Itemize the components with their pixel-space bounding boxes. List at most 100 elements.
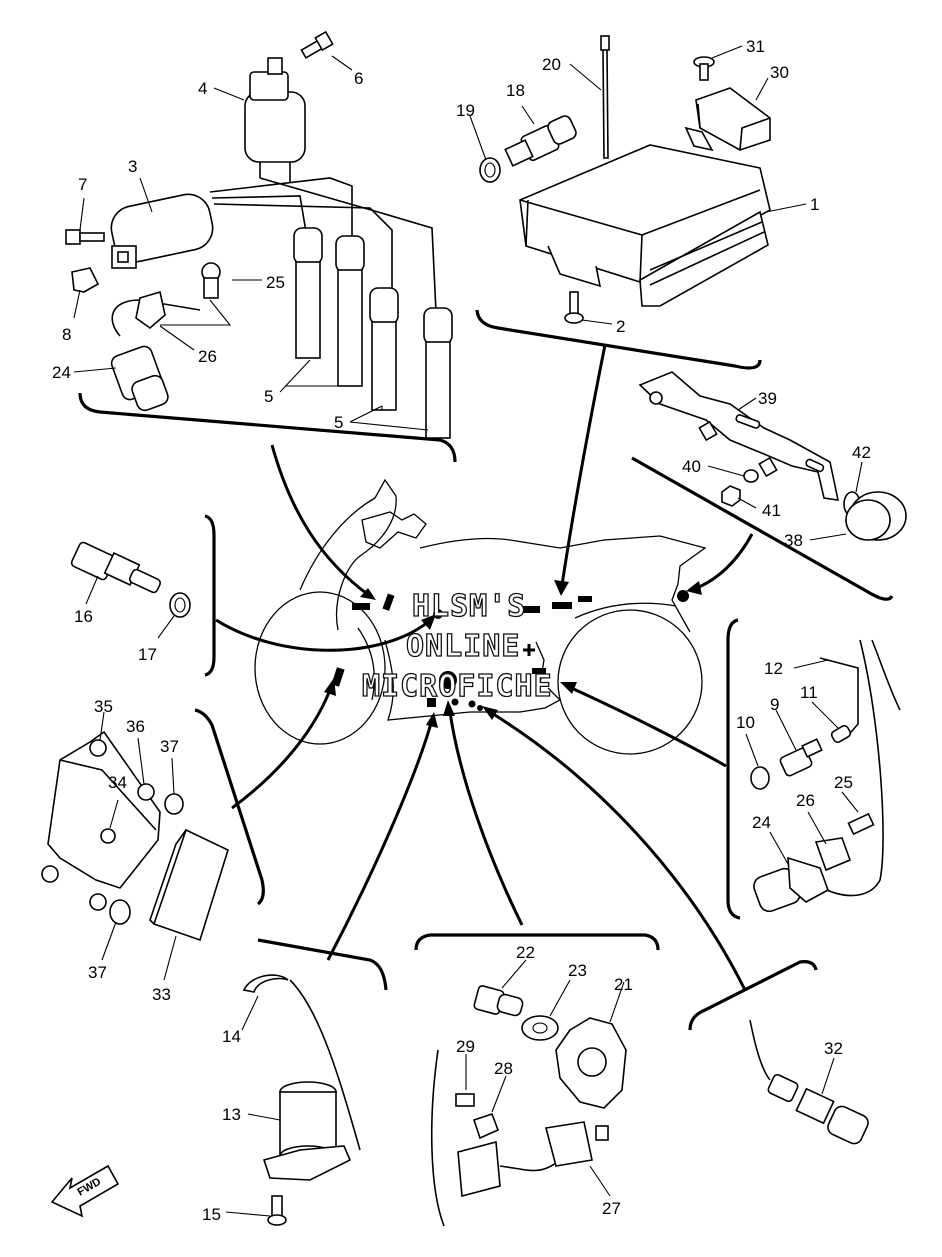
bolt-34 [100, 828, 116, 844]
callout-37-a: 37 [160, 737, 179, 756]
leader-arrows [215, 344, 754, 991]
bracket-group [638, 371, 907, 541]
ecu-unit-1 [519, 144, 771, 307]
callout-26-b: 26 [796, 791, 815, 810]
callout-33: 33 [152, 985, 171, 1004]
callout-1: 1 [810, 195, 819, 214]
callout-17: 17 [138, 645, 157, 664]
pressure-sensor-30 [684, 87, 771, 152]
callout-41: 41 [762, 501, 781, 520]
ignition-coil-4 [244, 57, 306, 182]
callout-27: 27 [602, 1199, 621, 1218]
callout-23: 23 [568, 961, 587, 980]
callout-10: 10 [736, 713, 755, 732]
callout-11: 11 [800, 683, 818, 702]
callout-25-a: 25 [266, 273, 285, 292]
callout-12: 12 [764, 659, 783, 678]
callout-37-b: 37 [88, 963, 107, 982]
callout-28: 28 [494, 1059, 513, 1078]
callout-29: 29 [456, 1037, 475, 1056]
cable-tie-20 [600, 35, 610, 159]
relay-bracket-group [41, 711, 229, 981]
solenoid-group [225, 974, 361, 1226]
motorcycle-silhouette [254, 478, 707, 755]
callout-20: 20 [542, 55, 561, 74]
clamp-8 [71, 267, 100, 293]
throttle-sensor-group [745, 639, 901, 913]
callout-16: 16 [74, 607, 93, 626]
crank-sensor-24-lower [753, 856, 829, 913]
callout-13: 13 [222, 1105, 241, 1124]
washer-40 [743, 469, 759, 483]
watermark-line-3: MICROFICHE [362, 669, 553, 704]
callout-5-b: 5 [334, 413, 343, 432]
callout-2: 2 [616, 317, 625, 336]
ignition-coil-3 [110, 193, 214, 269]
sensor-9 [779, 738, 823, 777]
forward-direction-arrow: FWD [50, 1164, 120, 1218]
callout-24-a: 24 [52, 363, 71, 382]
thermo-sensor-16 [70, 541, 162, 594]
screw-2 [564, 291, 584, 324]
gasket-17 [169, 592, 191, 618]
ecu-group [469, 35, 807, 325]
watermark-line-2: ONLINE [406, 629, 520, 664]
callout-22: 22 [516, 943, 535, 962]
callout-labels: 1 2 3 4 5 5 6 7 8 9 10 11 12 13 14 15 16… [52, 37, 871, 1224]
callout-39: 39 [758, 389, 777, 408]
washer-37-upper [164, 793, 184, 815]
callout-6: 6 [354, 69, 363, 88]
washer-19 [479, 157, 501, 183]
speed-sensor-group [430, 959, 627, 1227]
connector-27 [457, 1121, 609, 1198]
screw-29 [455, 1093, 475, 1107]
callout-21: 21 [614, 975, 633, 994]
callout-34: 34 [108, 773, 127, 792]
ignition-coil-group [65, 30, 453, 439]
watermark-line-1: HLSM'S [412, 589, 526, 624]
washer-37-lower [109, 899, 131, 925]
group-brackets [78, 309, 894, 1031]
callout-14: 14 [222, 1027, 241, 1046]
callout-7: 7 [78, 175, 87, 194]
bolt-7 [65, 229, 105, 245]
callout-36: 36 [126, 717, 145, 736]
spark-plug-cap-5 [293, 227, 453, 439]
rotor-21 [555, 1017, 627, 1109]
temp-sensor-18 [504, 115, 577, 167]
callout-19: 19 [456, 101, 475, 120]
location-markers [331, 590, 689, 711]
clip-28 [472, 1112, 500, 1140]
callout-31: 31 [746, 37, 765, 56]
callout-35: 35 [94, 697, 113, 716]
callout-38: 38 [784, 531, 803, 550]
screw-31 [693, 56, 715, 81]
solenoid-13 [262, 1081, 352, 1181]
bolt-15 [267, 1195, 287, 1226]
oxygen-sensor-group [749, 1019, 869, 1145]
thermo-sensor-group [70, 541, 191, 639]
callout-4: 4 [198, 79, 207, 98]
relay-33 [149, 828, 229, 942]
callout-9: 9 [770, 695, 779, 714]
bolt-6 [300, 30, 334, 59]
bolt-22 [473, 985, 524, 1017]
callout-30: 30 [770, 63, 789, 82]
bracket-35 [47, 730, 161, 889]
crank-sensor-24-upper [110, 290, 201, 412]
callout-26-a: 26 [198, 347, 217, 366]
clamp-26 [814, 837, 852, 872]
washer-10 [750, 766, 770, 790]
callout-5-a: 5 [264, 387, 273, 406]
bracket-39 [638, 371, 840, 501]
callout-24-b: 24 [752, 813, 771, 832]
callout-42: 42 [852, 443, 871, 462]
cap-11 [830, 724, 852, 744]
watermark: HLSM'S ONLINE MICROFICHE [361, 588, 553, 704]
callout-25-b: 25 [834, 773, 853, 792]
callout-18: 18 [506, 81, 525, 100]
washer-23 [521, 1015, 559, 1041]
nut-41 [721, 485, 741, 507]
callout-40: 40 [682, 457, 701, 476]
